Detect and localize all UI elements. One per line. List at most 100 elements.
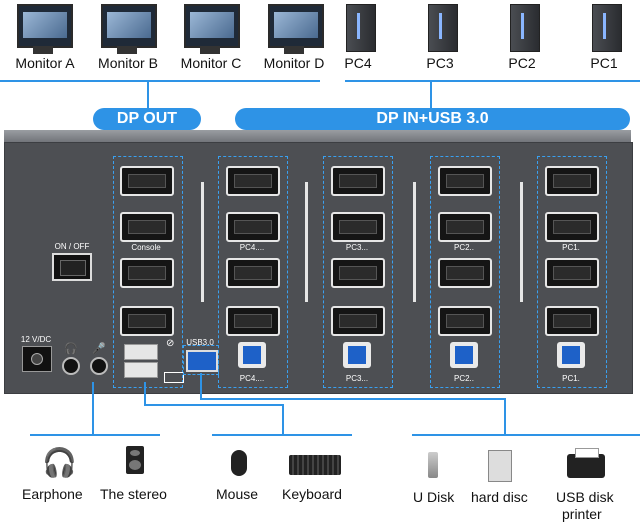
headphone-port-icon: 🎧: [64, 343, 78, 355]
printer-label-line2: printer: [562, 506, 602, 522]
pc4-usb-label: PC4....: [239, 374, 265, 383]
pc4-port-label: PC4....: [239, 243, 265, 252]
dp-out-port[interactable]: [120, 212, 174, 242]
earphone-icon: 🎧: [42, 447, 77, 478]
dp-in-port-pc2[interactable]: [438, 306, 492, 336]
usb-b-port-pc2[interactable]: [450, 342, 478, 368]
mouse-port-icon: ⊘: [166, 338, 175, 349]
divider: [413, 182, 416, 302]
dp-in-port-pc3[interactable]: [331, 306, 385, 336]
usb3-group: [183, 345, 219, 375]
dp-in-port-pc1[interactable]: [545, 306, 599, 336]
usb-b-port-pc4[interactable]: [238, 342, 266, 368]
monitor-b-icon: [101, 4, 157, 48]
pc4-group: [218, 156, 288, 388]
connector-line: [200, 398, 506, 400]
power-switch[interactable]: [52, 253, 92, 281]
monitor-stand: [33, 46, 53, 54]
dp-out-port[interactable]: [120, 306, 174, 336]
pc4-tower-icon: [346, 4, 376, 52]
divider: [201, 182, 204, 302]
monitor-d-label: Monitor D: [263, 55, 325, 71]
pc1-port-label: PC1.: [562, 243, 580, 252]
dp-in-port-pc4[interactable]: [226, 258, 280, 288]
usb-a-port[interactable]: [124, 344, 158, 360]
mic-port-icon: 🎤: [92, 343, 106, 355]
mouse-icon: [231, 450, 247, 476]
on-off-label: ON / OFF: [54, 242, 90, 251]
hard-disc-icon: [488, 450, 512, 482]
mic-jack[interactable]: [90, 357, 108, 375]
monitor-b-label: Monitor B: [98, 55, 158, 71]
power-label: 12 V/DC: [20, 335, 52, 344]
connector-line: [144, 404, 284, 406]
usb-disk-icon: [428, 452, 438, 478]
pc2-group: [430, 156, 500, 388]
pc3-usb-label: PC3...: [345, 374, 369, 383]
usb-b-port-pc3[interactable]: [343, 342, 371, 368]
dp-in-port-pc3[interactable]: [331, 212, 385, 242]
mouse-label: Mouse: [216, 486, 259, 502]
connector-line: [504, 398, 506, 434]
keyboard-icon: [289, 455, 341, 475]
pc1-label: PC1: [590, 55, 618, 71]
keyboard-label: Keyboard: [282, 486, 342, 502]
pc4-label: PC4: [344, 55, 372, 71]
kvm-top-edge: [4, 130, 631, 144]
pc3-tower-icon: [428, 4, 458, 52]
connector-line: [144, 382, 146, 404]
printer-icon: [567, 448, 605, 478]
connector-line: [212, 434, 352, 436]
monitor-a-icon: [17, 4, 73, 48]
usb3-label: USB3.0: [186, 338, 214, 347]
kvm-back-panel: [4, 142, 633, 394]
connector-line: [282, 404, 284, 434]
dp-in-banner: DP IN+USB 3.0: [235, 108, 630, 130]
dp-out-port[interactable]: [120, 166, 174, 196]
dp-in-port-pc4[interactable]: [226, 306, 280, 336]
dc-jack[interactable]: [22, 346, 52, 372]
dp-in-port-pc3[interactable]: [331, 166, 385, 196]
usb3-port[interactable]: [186, 350, 218, 372]
pc3-label: PC3: [426, 55, 454, 71]
divider: [520, 182, 523, 302]
dp-out-group: [113, 156, 183, 388]
connector-line: [147, 80, 149, 110]
connector-line: [30, 434, 160, 436]
udisk-label: U Disk: [413, 489, 455, 505]
dp-in-port-pc3[interactable]: [331, 258, 385, 288]
monitor-stand: [200, 46, 220, 54]
dp-in-port-pc1[interactable]: [545, 258, 599, 288]
dp-in-port-pc1[interactable]: [545, 212, 599, 242]
dp-in-port-pc4[interactable]: [226, 212, 280, 242]
usb-a-port[interactable]: [124, 362, 158, 378]
stereo-label: The stereo: [100, 486, 167, 502]
monitor-stand: [284, 46, 304, 54]
dp-in-port-pc2[interactable]: [438, 212, 492, 242]
dp-in-port-pc1[interactable]: [545, 166, 599, 196]
pc2-usb-label: PC2..: [453, 374, 475, 383]
dp-in-port-pc2[interactable]: [438, 258, 492, 288]
connector-line: [0, 80, 320, 82]
pc3-group: [323, 156, 393, 388]
pc1-usb-label: PC1.: [562, 374, 580, 383]
rocker: [60, 260, 86, 276]
monitor-c-icon: [184, 4, 240, 48]
dp-in-port-pc2[interactable]: [438, 166, 492, 196]
connector-line: [412, 434, 640, 436]
monitor-d-icon: [268, 4, 324, 48]
dp-in-port-pc4[interactable]: [226, 166, 280, 196]
dp-out-port[interactable]: [120, 258, 174, 288]
headphone-jack[interactable]: [62, 357, 80, 375]
divider: [305, 182, 308, 302]
speaker-icon: [126, 446, 144, 474]
connector-line: [200, 373, 202, 399]
usb-b-port-pc1[interactable]: [557, 342, 585, 368]
hard-disc-label: hard disc: [471, 489, 528, 505]
monitor-c-label: Monitor C: [180, 55, 242, 71]
printer-label-line1: USB disk: [556, 489, 614, 505]
connector-line: [430, 80, 432, 110]
console-label: Console: [131, 243, 161, 252]
connector-line: [92, 382, 94, 434]
earphone-label: Earphone: [22, 486, 83, 502]
